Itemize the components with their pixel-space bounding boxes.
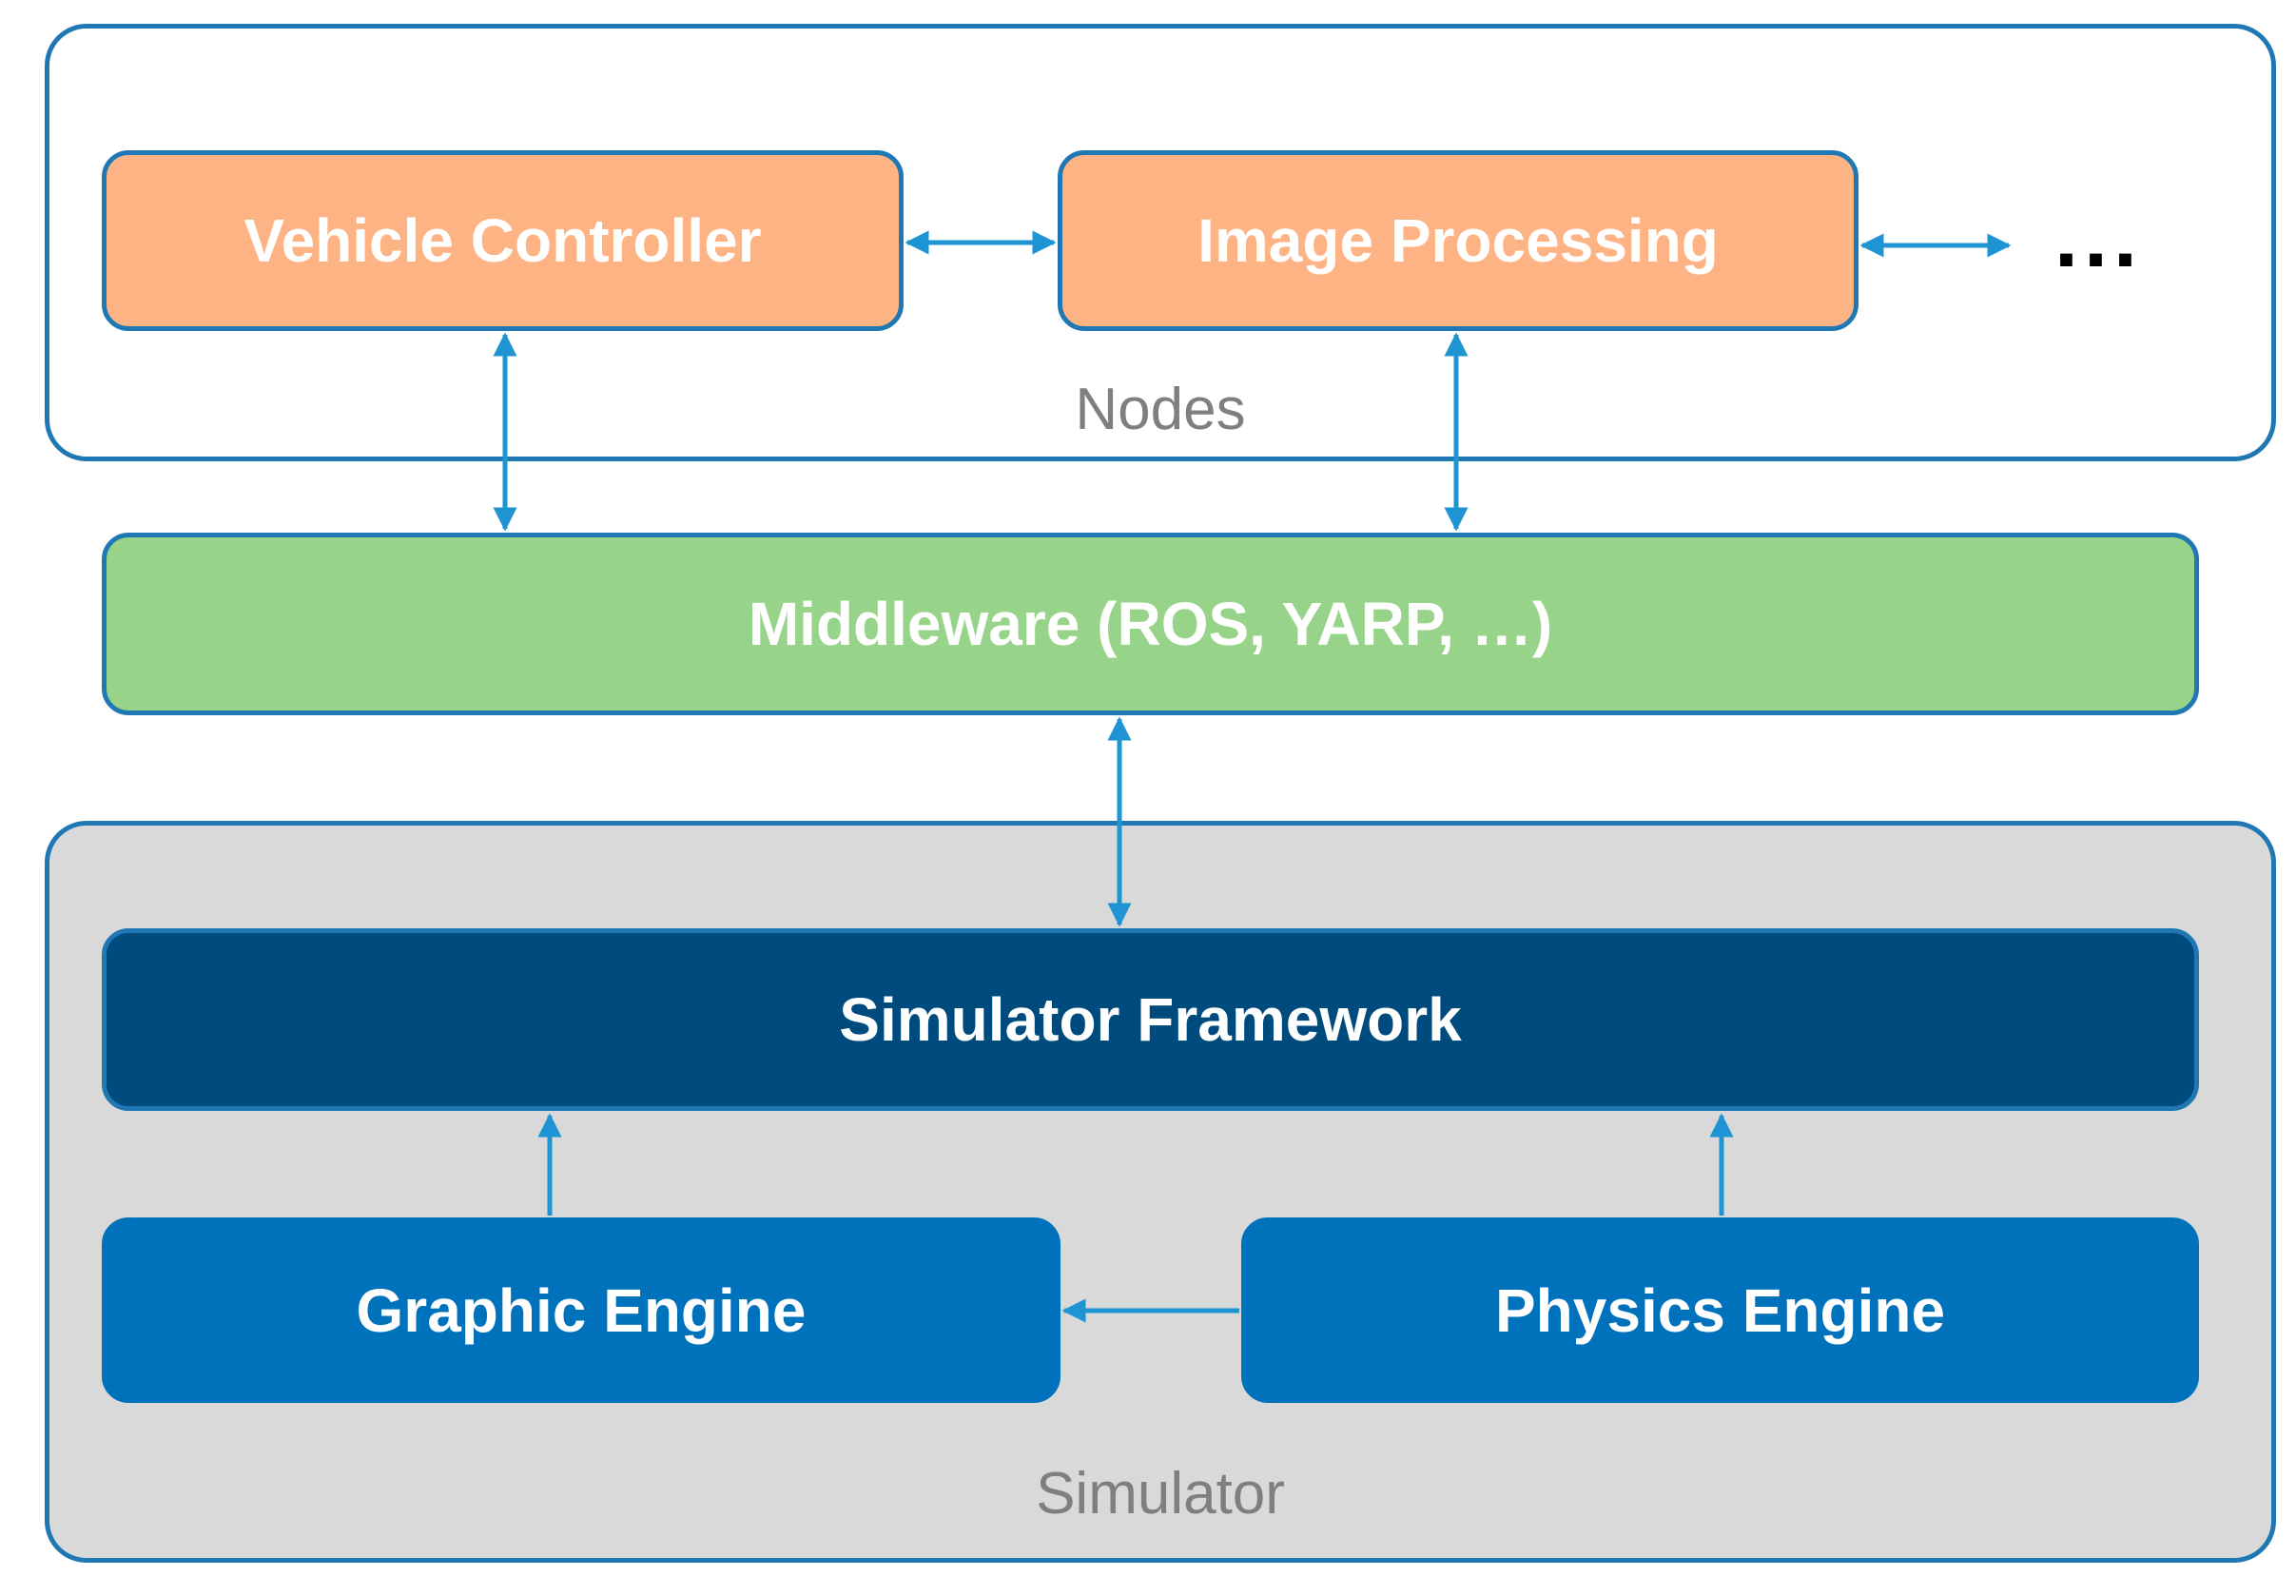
graphic-engine-label: Graphic Engine — [356, 1275, 807, 1345]
nodes-label: Nodes — [1075, 377, 1246, 442]
simulator-framework-label: Simulator Framework — [839, 985, 1462, 1054]
vehicle-controller-box: Vehicle Controller — [102, 150, 904, 331]
physics-engine-label: Physics Engine — [1494, 1275, 1946, 1345]
simulator-framework-box: Simulator Framework — [102, 928, 2199, 1111]
middleware-label: Middleware (ROS, YARP, …) — [748, 590, 1553, 658]
physics-engine-box: Physics Engine — [1241, 1217, 2199, 1403]
simulator-label: Simulator — [1036, 1461, 1285, 1527]
vehicle-controller-label: Vehicle Controller — [243, 206, 762, 275]
graphic-engine-box: Graphic Engine — [102, 1217, 1060, 1403]
middleware-box: Middleware (ROS, YARP, …) — [102, 533, 2199, 715]
image-processing-box: Image Processing — [1058, 150, 1858, 331]
more-nodes-ellipsis: ... — [2054, 190, 2144, 285]
image-processing-label: Image Processing — [1197, 206, 1719, 275]
